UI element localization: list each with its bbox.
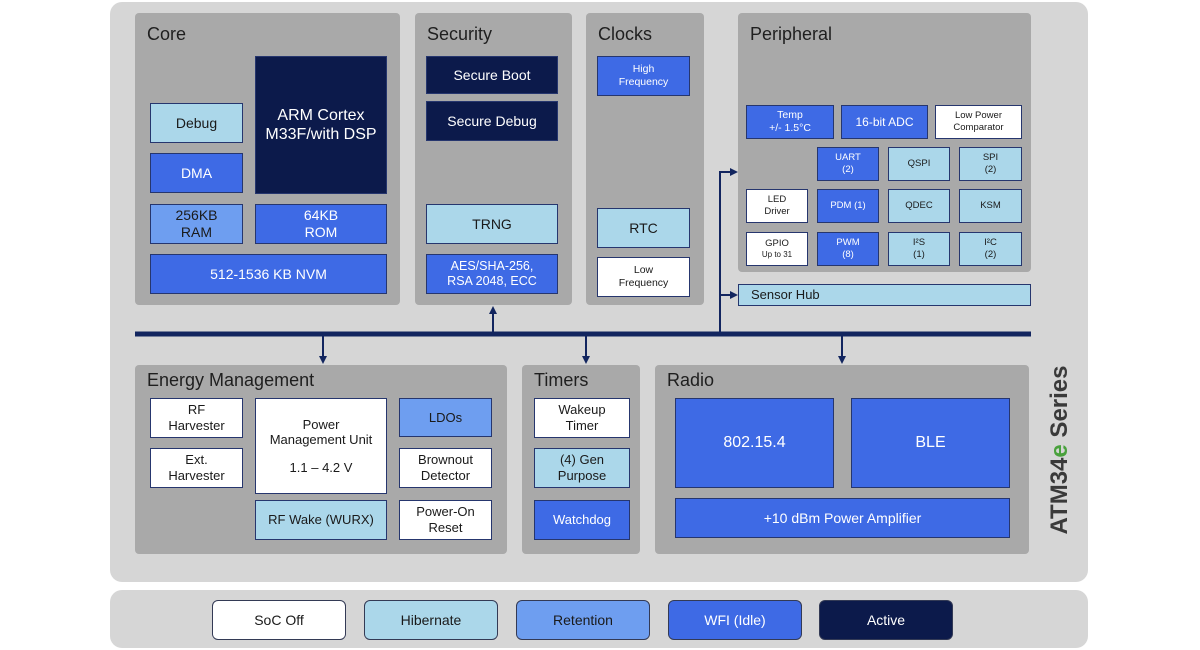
- timers-title: Timers: [534, 370, 589, 390]
- security-title: Security: [427, 24, 493, 44]
- spi-block: SPI (2): [959, 147, 1022, 181]
- secure-debug-block: Secure Debug: [426, 101, 558, 141]
- gpio-label: GPIO: [765, 238, 789, 250]
- series-title-accent: e: [1046, 444, 1073, 458]
- core-title: Core: [147, 24, 187, 44]
- rf-wake-block: RF Wake (WURX): [255, 500, 387, 540]
- dma-block: DMA: [150, 153, 243, 193]
- series-title: ATM34e Series: [1046, 366, 1074, 535]
- energy-title: Energy Management: [147, 370, 315, 390]
- qspi-block: QSPI: [888, 147, 950, 181]
- crypto-block: AES/SHA-256, RSA 2048, ECC: [426, 254, 558, 294]
- high-frequency-clock-block: High Frequency: [597, 56, 690, 96]
- bus-line-peripheral: [719, 168, 738, 334]
- clocks-title: Clocks: [598, 24, 653, 44]
- pwm-block: PWM (8): [817, 232, 879, 266]
- legend-active: Active: [819, 600, 953, 640]
- legend-hibernate: Hibernate: [364, 600, 498, 640]
- legend-soc-off: SoC Off: [212, 600, 346, 640]
- brownout-detector-block: Brownout Detector: [399, 448, 492, 488]
- rf-harvester-block: RF Harvester: [150, 398, 243, 438]
- arm-cortex-block: ARM Cortex M33F/with DSP: [255, 56, 387, 194]
- rtc-block: RTC: [597, 208, 690, 248]
- pmu-voltage-range: 1.1 – 4.2 V: [289, 459, 353, 475]
- i2s-block: I²S (1): [888, 232, 950, 266]
- ram-block: 256KB RAM: [150, 204, 243, 244]
- low-frequency-clock-block: Low Frequency: [597, 257, 690, 297]
- power-on-reset-block: Power-On Reset: [399, 500, 492, 540]
- low-power-comparator-block: Low Power Comparator: [935, 105, 1022, 139]
- trng-block: TRNG: [426, 204, 558, 244]
- series-title-prefix: ATM34: [1046, 457, 1073, 535]
- ksm-block: KSM: [959, 189, 1022, 223]
- pmu-block: Power Management Unit 1.1 – 4.2 V: [255, 398, 387, 494]
- legend-retention: Retention: [516, 600, 650, 640]
- watchdog-block: Watchdog: [534, 500, 630, 540]
- ext-harvester-block: Ext. Harvester: [150, 448, 243, 488]
- qdec-block: QDEC: [888, 189, 950, 223]
- gpio-block: GPIO Up to 31: [746, 232, 808, 266]
- rom-block: 64KB ROM: [255, 204, 387, 244]
- temp-sensor-block: Temp +/- 1.5°C: [746, 105, 834, 139]
- ble-block: BLE: [851, 398, 1010, 488]
- peripheral-panel: [738, 13, 1031, 272]
- legend-wfi-idle: WFI (Idle): [668, 600, 802, 640]
- ldos-block: LDOs: [399, 398, 492, 437]
- power-amplifier-block: +10 dBm Power Amplifier: [675, 498, 1010, 538]
- pmu-label: Power Management Unit: [269, 416, 373, 448]
- pdm-block: PDM (1): [817, 189, 879, 223]
- adc-block: 16-bit ADC: [841, 105, 928, 139]
- gpio-sublabel: Up to 31: [761, 249, 793, 259]
- led-driver-block: LED Driver: [746, 189, 808, 223]
- i2c-block: I²C (2): [959, 232, 1022, 266]
- radio-title: Radio: [667, 370, 715, 390]
- debug-block: Debug: [150, 103, 243, 143]
- general-purpose-timers-block: (4) Gen Purpose: [534, 448, 630, 488]
- series-title-suffix: Series: [1046, 365, 1073, 445]
- secure-boot-block: Secure Boot: [426, 56, 558, 94]
- peripheral-title: Peripheral: [750, 24, 833, 44]
- nvm-block: 512-1536 KB NVM: [150, 254, 387, 294]
- uart-block: UART (2): [817, 147, 879, 181]
- sensor-hub-block: Sensor Hub: [738, 284, 1031, 306]
- wakeup-timer-block: Wakeup Timer: [534, 398, 630, 438]
- ieee-802-15-4-block: 802.15.4: [675, 398, 834, 488]
